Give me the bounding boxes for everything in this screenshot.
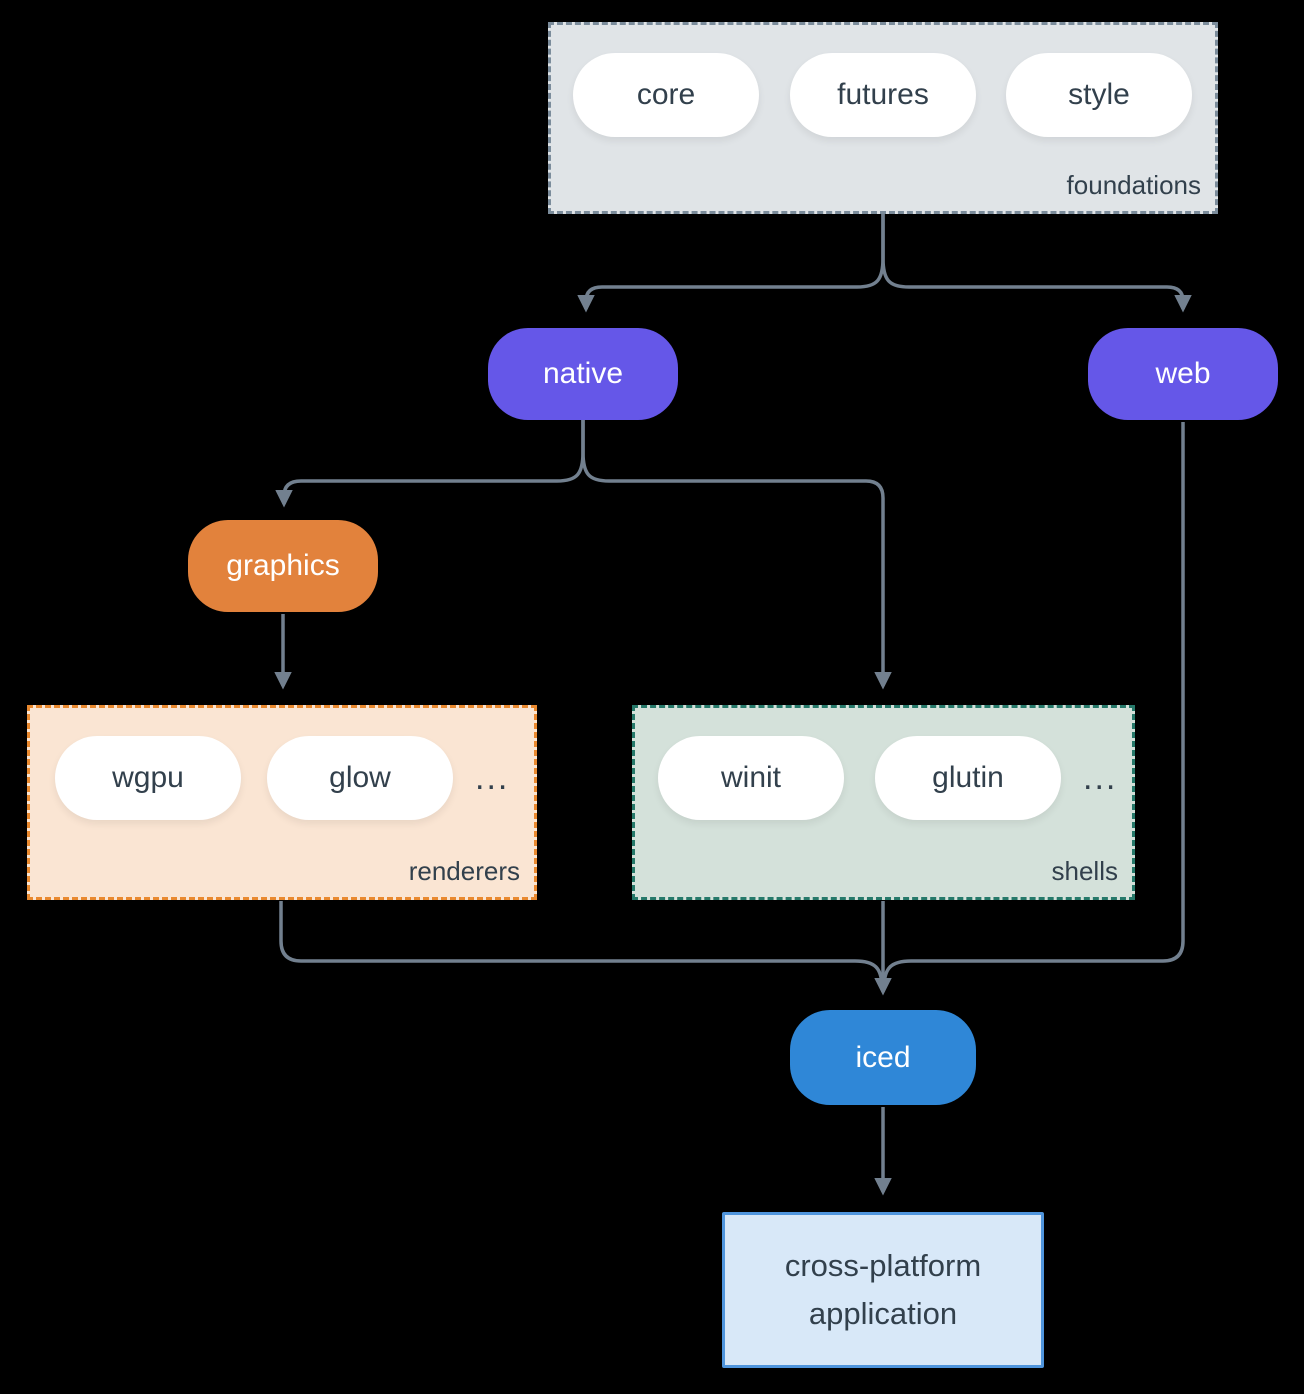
shells-label: shells <box>1051 856 1118 886</box>
edge-native-shells <box>581 420 892 690</box>
shells-ellipsis: ... <box>1083 758 1118 797</box>
renderers-group: wgpu glow ... renderers <box>27 705 537 900</box>
foundations-group: core futures style foundations <box>548 22 1218 214</box>
node-native: native <box>488 328 678 420</box>
edge-foundations-native <box>577 214 885 313</box>
edge-foundations-web <box>881 214 1192 313</box>
application-box: cross-platform application <box>722 1212 1044 1368</box>
pill-futures: futures <box>790 53 976 137</box>
pill-glow: glow <box>267 736 453 820</box>
node-web: web <box>1088 328 1278 420</box>
pill-core: core <box>573 53 759 137</box>
renderers-label: renderers <box>408 856 520 886</box>
edge-web-merge <box>882 422 1185 989</box>
foundations-label: foundations <box>1066 170 1201 200</box>
node-graphics: graphics <box>188 520 378 612</box>
pill-glutin: glutin <box>875 736 1061 820</box>
renderers-ellipsis: ... <box>475 758 510 797</box>
pill-winit: winit <box>658 736 844 820</box>
edge-renderers-merge <box>279 901 884 989</box>
node-iced: iced <box>790 1010 976 1105</box>
pill-wgpu: wgpu <box>55 736 241 820</box>
pill-style: style <box>1006 53 1192 137</box>
shells-group: winit glutin ... shells <box>632 705 1135 900</box>
edge-native-graphics <box>275 420 585 508</box>
